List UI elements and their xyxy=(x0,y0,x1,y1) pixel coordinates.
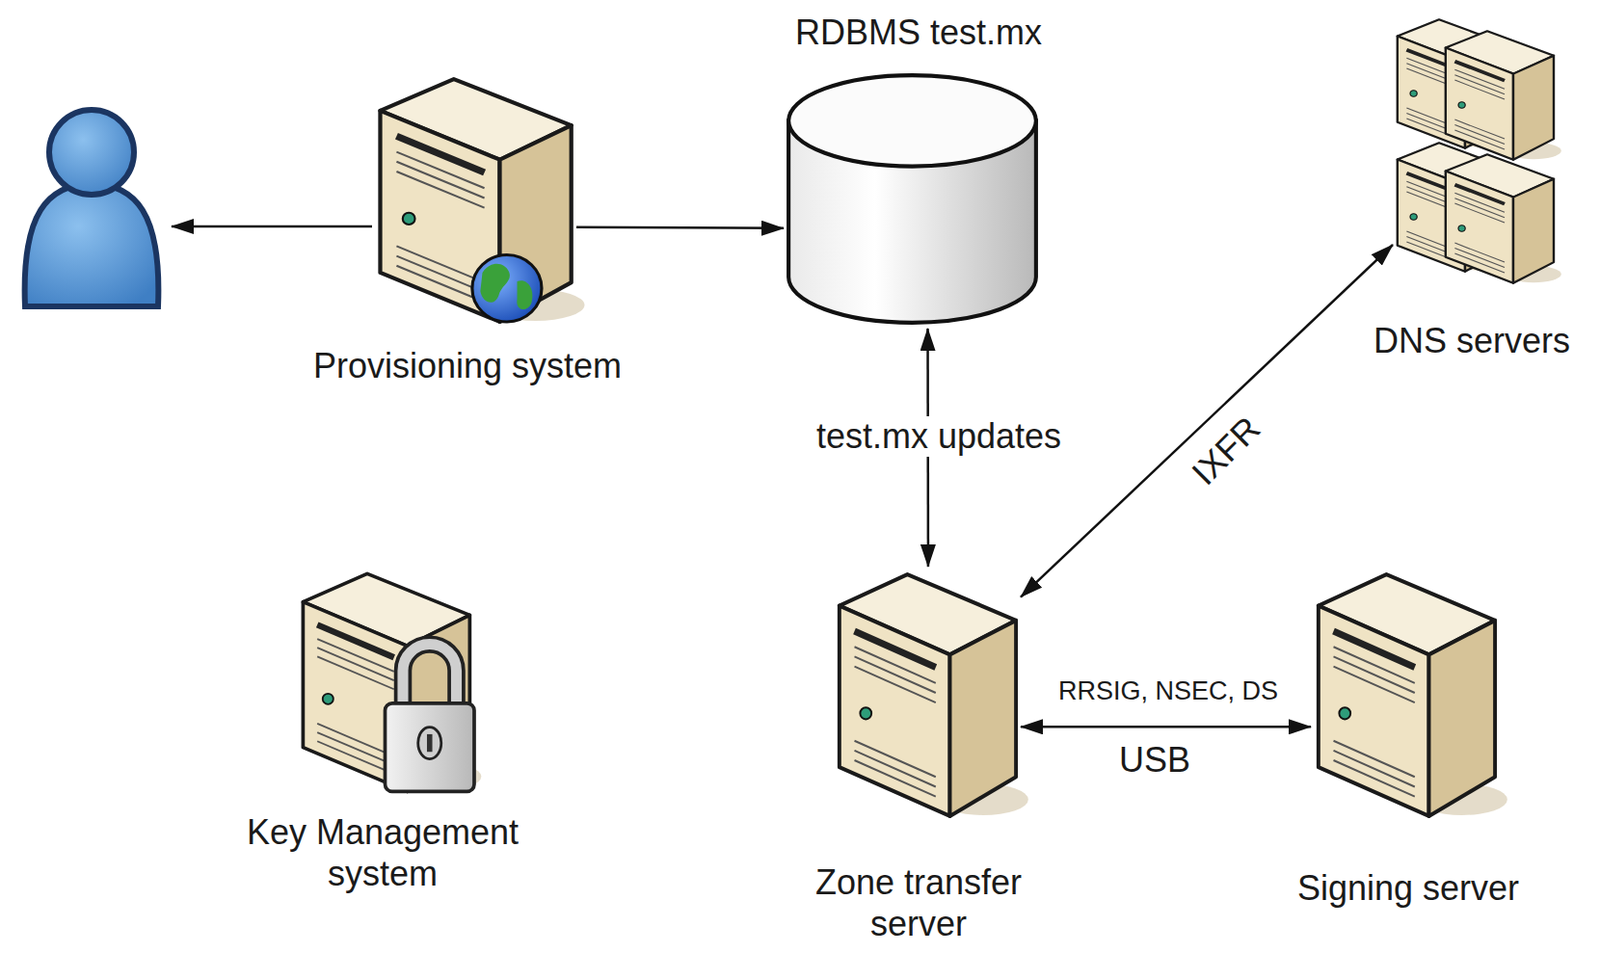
server-node: Key Management system xyxy=(295,566,475,797)
server-icon xyxy=(1310,566,1500,822)
server-node: Signing server xyxy=(1310,566,1500,822)
connector-arrow xyxy=(1020,725,1311,729)
server-icon xyxy=(831,566,1021,822)
server-node: Zone transfer server xyxy=(831,566,1021,822)
server-icon xyxy=(783,71,1041,329)
server-node: DNS servers xyxy=(1392,15,1557,286)
node-label: Signing server xyxy=(1297,867,1520,909)
server-node: Provisioning system xyxy=(372,71,577,327)
user-icon xyxy=(25,109,160,307)
connector-arrow xyxy=(1020,244,1393,598)
node-label: DNS servers xyxy=(1373,320,1571,362)
connector-arrow xyxy=(576,227,784,229)
edge-label: IXFR xyxy=(1183,408,1268,493)
server-icon xyxy=(372,71,577,327)
server-icon xyxy=(295,566,475,797)
node-label: Zone transfer server xyxy=(783,861,1054,945)
node-label: Key Management system xyxy=(228,811,537,895)
edge-label: test.mx updates xyxy=(813,416,1065,456)
node-label: Provisioning system xyxy=(313,345,622,387)
node-label: RDBMS test.mx xyxy=(795,11,1042,54)
edge-label: RRSIG, NSEC, DS xyxy=(1058,676,1279,707)
server-node: RDBMS test.mx xyxy=(783,71,1041,329)
server-icon xyxy=(1392,15,1557,286)
user-arrow-line xyxy=(171,225,373,229)
link-label: USB xyxy=(1119,740,1191,780)
